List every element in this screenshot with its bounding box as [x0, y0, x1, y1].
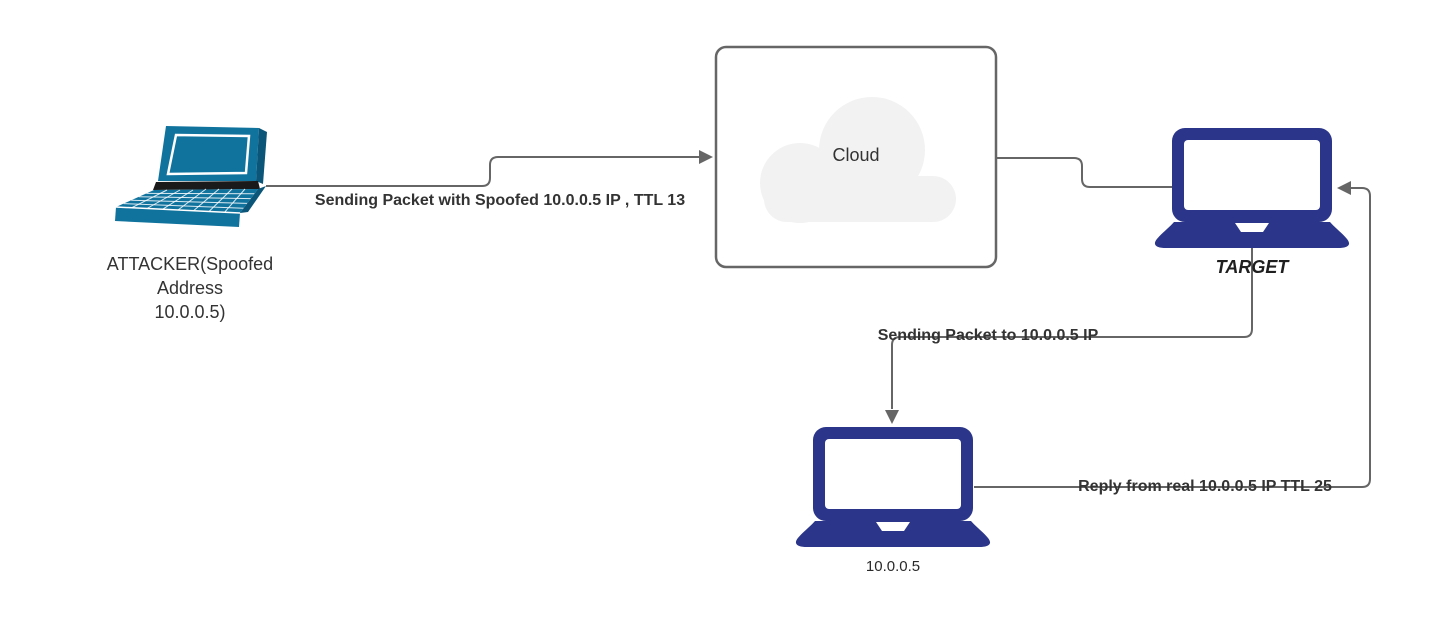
arrowhead-icon	[699, 150, 713, 164]
cloud-icon	[760, 97, 956, 223]
real-host-node-label: 10.0.0.5	[865, 558, 921, 575]
attacker-node-label: ATTACKER(Spoofed Address 10.0.0.5)	[106, 254, 274, 322]
edge-real-host-to-target	[974, 181, 1371, 488]
edge-target-to-real-host	[885, 248, 1253, 424]
edge-cloud-to-target	[997, 157, 1172, 188]
cloud-container-box	[714, 45, 998, 269]
target-laptop-icon	[1154, 128, 1350, 248]
edge-label-sending-to-real: Sending Packet to 10.0.0.5 IP	[877, 327, 1099, 344]
cloud-node-label: Cloud	[832, 145, 880, 165]
edge-attacker-to-cloud	[266, 150, 713, 187]
edge-label-spoofed-packet: Sending Packet with Spoofed 10.0.0.5 IP …	[314, 192, 686, 209]
attacker-laptop-icon	[115, 126, 267, 227]
edge-label-reply-from-real: Reply from real 10.0.0.5 IP TTL 25	[1078, 478, 1332, 495]
arrowhead-icon	[1337, 181, 1351, 195]
real-host-laptop-icon	[795, 427, 991, 547]
arrowhead-icon	[885, 410, 899, 424]
target-node-label: TARGET	[1215, 257, 1289, 277]
